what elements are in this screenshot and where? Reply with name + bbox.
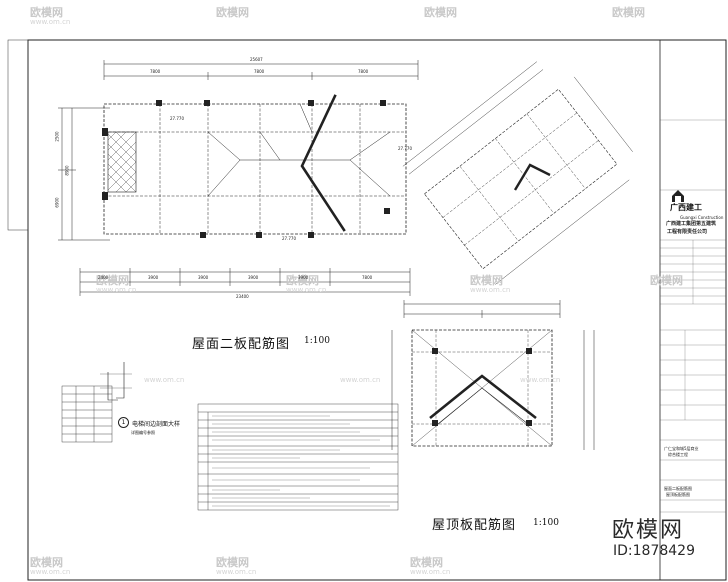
dim-top-seg: 7800 [150, 69, 161, 74]
watermark-brand: 欧模网 [30, 556, 63, 569]
watermark-brand: 欧模网 [96, 274, 129, 287]
plan-rotated-wing [402, 61, 633, 285]
plan-roof-top-slab [391, 300, 595, 450]
watermark-brand: 欧模网 [30, 6, 63, 19]
brand-overlay-id: ID:1878429 [613, 543, 695, 559]
drawing-name-line1: 屋面二板配筋图 [664, 486, 692, 491]
dim-top-seg: 7800 [358, 69, 369, 74]
title-block-rows [660, 119, 726, 513]
watermark-url: www.om.cn [96, 286, 137, 294]
brand-overlay-name: 欧模网 [612, 518, 685, 543]
company-logo-icon [672, 190, 684, 202]
company-name-line1: 广西建工集团第五建筑 [666, 221, 717, 227]
dim-left-seg: 8900 [64, 165, 70, 176]
elevator-section-detail [100, 362, 132, 401]
watermark-url: www.om.cn [30, 18, 71, 26]
dim-bottom-seg: 7800 [362, 275, 373, 280]
watermark-url: www.om.cn [216, 568, 257, 576]
scale-roof-top-slab: 1:100 [533, 518, 559, 528]
watermark-brand: 欧模网 [286, 274, 319, 287]
detail-number: 1 [118, 417, 129, 428]
watermark-url: www.om.cn [30, 568, 71, 576]
company-name-line2: 工程有限责任公司 [667, 229, 708, 235]
title-roof-top-slab: 屋顶板配筋图 [432, 518, 517, 533]
watermark-brand: 欧模网 [470, 274, 503, 287]
watermark-url: www.om.cn [410, 568, 451, 576]
dim-left-seg: 6900 [54, 197, 60, 208]
watermark-brand: 欧模网 [650, 274, 683, 287]
elevation-label: 27.770 [170, 116, 184, 121]
scale-roof-second-slab: 1:100 [304, 336, 330, 346]
watermark-brand: 欧模网 [410, 556, 443, 569]
watermark-brand: 欧模网 [216, 556, 249, 569]
elevation-label: 27.770 [282, 236, 296, 241]
watermark-brand: 欧模网 [612, 6, 645, 19]
binding-margin [7, 39, 29, 231]
watermark-url: www.om.cn [470, 286, 511, 294]
plan-roof-second-slab [58, 60, 419, 296]
dim-bottom-seg: 3900 [148, 275, 159, 280]
title-roof-second-slab: 屋面二板配筋图 [192, 337, 291, 352]
dim-bottom-seg: 3900 [248, 275, 259, 280]
notes-table [197, 403, 399, 511]
company-logo-subtext: Guangxi Construction [680, 215, 724, 220]
dim-bottom-total: 23400 [236, 294, 249, 299]
detail-subtitle: 详图编号参照 [131, 430, 155, 435]
drawing-name-line2: 屋顶板配筋图 [666, 492, 690, 497]
project-name-line2: 综合楼工程 [668, 452, 688, 457]
sheet-frame [27, 39, 727, 581]
reinforcement-schedule [61, 385, 113, 443]
elevation-label: 27.770 [398, 146, 412, 151]
dim-left-seg: 2500 [54, 131, 60, 142]
watermark-url: www.om.cn [286, 286, 327, 294]
watermark-url: www.om.cn [520, 376, 561, 384]
dim-top-total: 25607 [250, 57, 263, 62]
project-name-line1: 广仁宝和城5层商业 [664, 446, 699, 451]
watermark-url: www.om.cn [340, 376, 381, 384]
detail-title: 电梯间边剖面大样 [132, 421, 181, 428]
watermark-url: www.om.cn [144, 376, 185, 384]
dim-top-seg: 7800 [254, 69, 265, 74]
dim-bottom-seg: 3900 [298, 275, 309, 280]
watermark-brand: 欧模网 [216, 6, 249, 19]
watermark-brand: 欧模网 [424, 6, 457, 19]
company-logo-text: 广西建工 [670, 203, 702, 212]
dim-bottom-seg: 3900 [198, 275, 209, 280]
dim-bottom-seg: 2400 [98, 275, 109, 280]
